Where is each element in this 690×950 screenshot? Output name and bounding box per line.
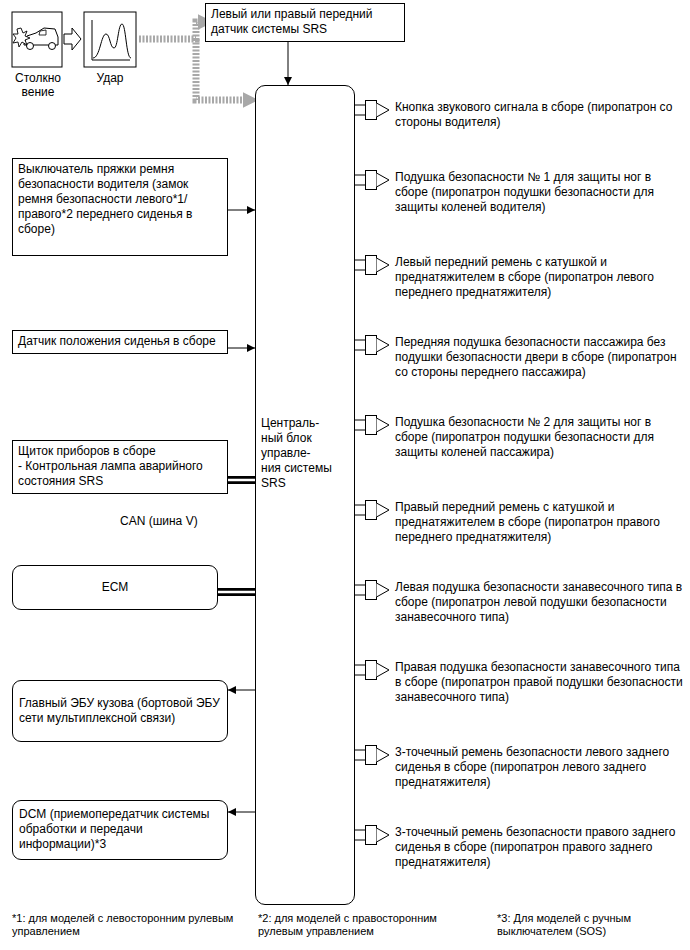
signal-line xyxy=(355,665,366,675)
squib-symbol xyxy=(365,825,391,845)
signal-line xyxy=(228,210,255,211)
can-bus-line xyxy=(228,476,255,484)
signal-line xyxy=(355,830,366,840)
footnote: *3: Для моделей с ручным выключателем (S… xyxy=(497,912,685,938)
component-name: Датчик положения сиденья в сборе xyxy=(18,334,222,349)
component-name: Централь- ный блок управле- ния системы … xyxy=(261,416,333,491)
component-detail: - Контрольная лампа аварийного состояния… xyxy=(18,459,222,489)
squib-component: Правый передний ремень с катушкой и пред… xyxy=(365,500,683,545)
squib-component: Передняя подушка безопасности пассажира … xyxy=(365,335,683,380)
can-bus-line xyxy=(228,480,255,481)
squib-symbol xyxy=(365,170,391,190)
squib-component: Подушка безопасности № 1 для защиты ног … xyxy=(365,170,683,215)
component-name: Правая подушка безопасности занавесочног… xyxy=(395,660,683,705)
component-name: Передняя подушка безопасности пассажира … xyxy=(395,335,683,380)
squib-symbol xyxy=(365,660,391,680)
signal-line xyxy=(355,175,366,185)
bus-label: CAN (шина V) xyxy=(120,514,198,528)
signal-line xyxy=(288,42,289,85)
signal-line xyxy=(355,665,366,675)
squib-component: Правая подушка безопасности занавесочног… xyxy=(365,660,683,705)
signal-line xyxy=(355,420,366,430)
squib-symbol xyxy=(365,415,391,435)
impact-graph-icon xyxy=(84,12,136,67)
component-name: Щиток приборов в сборе xyxy=(18,444,222,459)
ecu-box: DCM (приемопередатчик системы обработки … xyxy=(12,800,228,860)
component-name: ECM xyxy=(19,580,211,595)
squib-symbol xyxy=(365,580,391,600)
footnote: *2: для моделей с правосторонним рулевым… xyxy=(258,912,483,938)
signal-line xyxy=(228,690,255,691)
squib-symbol xyxy=(365,100,391,120)
squib-component: Подушка безопасности № 2 для защиты ног … xyxy=(365,415,683,460)
sensor-box: Датчик положения сиденья в сборе xyxy=(12,330,228,354)
squib-symbol xyxy=(365,745,391,765)
signal-line xyxy=(228,812,255,813)
component-name: Подушка безопасности № 2 для защиты ног … xyxy=(395,415,683,460)
signal-line xyxy=(355,420,366,430)
signal-line xyxy=(355,260,366,270)
component-name: Подушка безопасности № 1 для защиты ног … xyxy=(395,170,683,215)
signal-line xyxy=(355,830,366,840)
squib-component: 3-точечный ремень безопасности левого за… xyxy=(365,745,683,790)
squib-symbol xyxy=(365,500,391,520)
signal-line xyxy=(228,812,255,813)
can-bus-line xyxy=(218,592,255,593)
signal-line xyxy=(228,210,255,211)
component-name: 3-точечный ремень безопасности левого за… xyxy=(395,745,683,790)
signal-line xyxy=(355,260,366,270)
signal-line xyxy=(355,750,366,760)
sensor-box: Левый или правый передний датчик системы… xyxy=(205,3,405,42)
component-name: Правый передний ремень с катушкой и пред… xyxy=(395,500,683,545)
signal-line xyxy=(355,340,366,350)
signal-line xyxy=(228,348,255,349)
signal-line xyxy=(228,348,255,349)
signal-line xyxy=(355,105,366,115)
component-name: 3-точечный ремень безопасности правого з… xyxy=(395,825,683,870)
component-name: Кнопка звукового сигнала в сборе (пиропа… xyxy=(395,100,683,130)
component-name: Левый передний ремень с катушкой и предн… xyxy=(395,255,683,300)
ecu-box: ECM xyxy=(12,565,218,610)
ecu-box: Главный ЭБУ кузова (бортовой ЭБУ сети му… xyxy=(12,680,228,742)
component-name: Левая подушка безопасности занавесочного… xyxy=(395,580,683,625)
squib-component: Кнопка звукового сигнала в сборе (пиропа… xyxy=(365,100,683,130)
signal-line xyxy=(288,42,289,85)
signal-line xyxy=(228,690,255,691)
can-bus-line xyxy=(218,588,255,596)
signal-line xyxy=(355,505,366,515)
signal-line xyxy=(355,505,366,515)
control-unit-box: Централь- ный блок управле- ния системы … xyxy=(255,85,355,905)
footnote: *1: для моделей с левосторонним рулевым … xyxy=(12,912,237,938)
meter-box: Щиток приборов в сборе- Контрольная ламп… xyxy=(12,440,228,494)
component-name: Выключатель пряжки ремня безопасности во… xyxy=(18,162,222,237)
flow-arrow xyxy=(64,28,81,50)
signal-line xyxy=(355,340,366,350)
component-name: Левый или правый передний датчик системы… xyxy=(211,7,399,37)
component-name: DCM (приемопередатчик системы обработки … xyxy=(19,807,221,852)
collision-icon xyxy=(12,12,62,67)
signal-line xyxy=(355,585,366,595)
signal-line xyxy=(355,585,366,595)
signal-line xyxy=(355,175,366,185)
squib-component: Левая подушка безопасности занавесочного… xyxy=(365,580,683,625)
icon-caption: Удар xyxy=(84,71,136,85)
can-bus-line xyxy=(218,591,255,594)
signal-line xyxy=(355,750,366,760)
squib-symbol xyxy=(365,335,391,355)
switch-box: Выключатель пряжки ремня безопасности во… xyxy=(12,158,228,256)
signal-line xyxy=(355,105,366,115)
can-bus-line xyxy=(228,479,255,482)
squib-symbol xyxy=(365,255,391,275)
icon-caption: Столкно вение xyxy=(10,71,66,100)
squib-component: Левый передний ремень с катушкой и предн… xyxy=(365,255,683,300)
squib-component: 3-точечный ремень безопасности правого з… xyxy=(365,825,683,870)
component-name: Главный ЭБУ кузова (бортовой ЭБУ сети му… xyxy=(19,696,221,726)
